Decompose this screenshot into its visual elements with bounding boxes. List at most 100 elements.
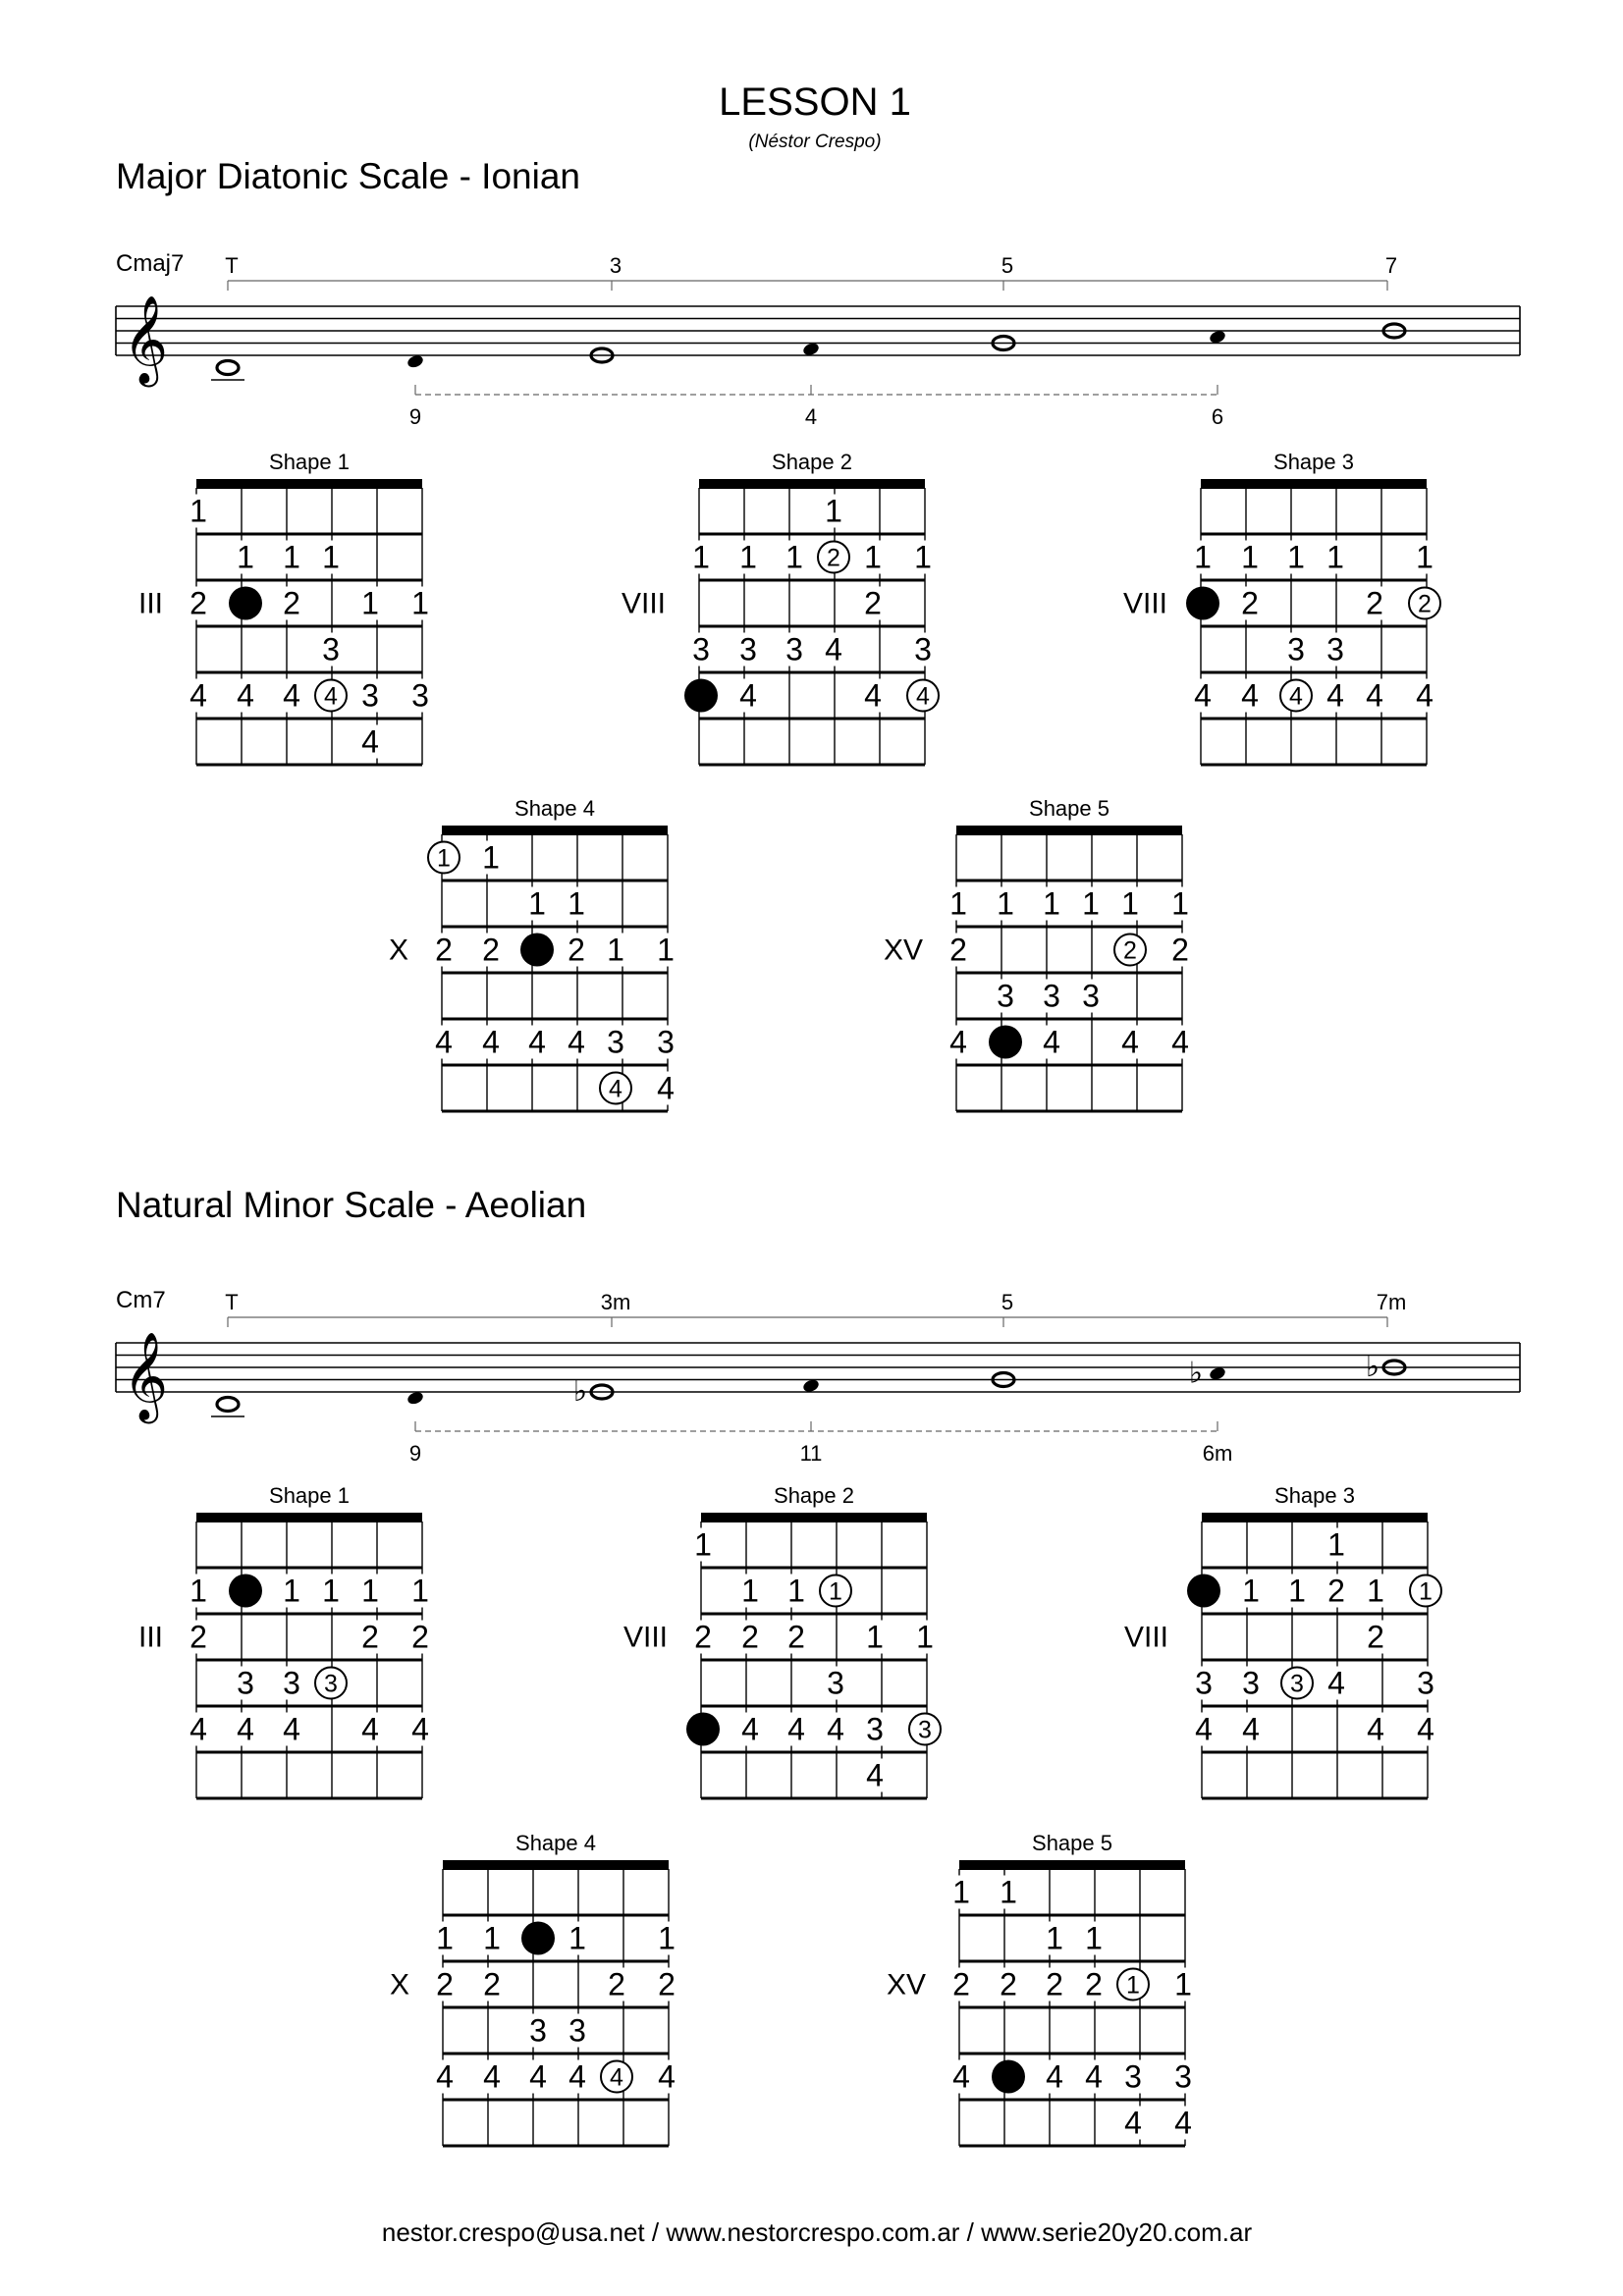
finger-number-backdrop <box>564 933 589 967</box>
nut-bar <box>699 479 925 489</box>
finger-number: 1 <box>829 1578 842 1606</box>
finger-number: 2 <box>529 935 545 966</box>
finger-number-backdrop <box>782 540 807 574</box>
finger-number-backdrop <box>1117 1025 1143 1059</box>
finger-number: 1 <box>322 1574 340 1609</box>
finger-number-backdrop <box>186 1620 211 1654</box>
finger-number: 3 <box>1417 1666 1434 1701</box>
finger-number-backdrop <box>1237 586 1263 620</box>
footer-contact: nestor.crespo@usa.net / www.nestorcrespo… <box>382 2217 1253 2247</box>
finger-number-backdrop <box>737 1574 763 1608</box>
extension-label: 11 <box>800 1441 823 1466</box>
finger-number: 4 <box>1046 2059 1063 2095</box>
octave-root-marker <box>599 1071 632 1105</box>
finger-number: 1 <box>283 1574 300 1609</box>
finger-number-backdrop <box>357 1712 383 1746</box>
finger-number-backdrop <box>524 886 550 921</box>
degree-label: 7m <box>1377 1290 1407 1314</box>
finger-number-backdrop <box>996 1967 1021 2002</box>
finger-number: 4 <box>1043 1025 1060 1060</box>
quarter-note <box>803 343 819 355</box>
finger-number-backdrop <box>1191 1712 1217 1746</box>
finger-number-backdrop <box>357 1620 383 1654</box>
extension-label: 4 <box>805 404 817 429</box>
finger-number-backdrop <box>1238 1574 1264 1608</box>
finger-number-backdrop <box>357 724 383 759</box>
finger-number-backdrop <box>279 678 304 713</box>
quarter-note <box>407 1392 423 1405</box>
nut-bar <box>701 1513 927 1522</box>
finger-number-backdrop <box>1039 886 1064 921</box>
finger-number: 1 <box>483 1921 501 1956</box>
finger-number: 1 <box>1043 886 1060 922</box>
finger-number-backdrop <box>946 886 971 921</box>
fret-position-label: XV <box>884 934 923 967</box>
shape-title: Shape 2 <box>774 1483 854 1508</box>
finger-number: 4 <box>916 683 930 711</box>
finger-number: 4 <box>361 1712 379 1747</box>
finger-number: 4 <box>1367 1712 1384 1747</box>
octave-root-marker <box>906 678 940 713</box>
finger-number-backdrop <box>1039 979 1064 1013</box>
finger-number-backdrop <box>1363 1620 1388 1654</box>
finger-number: 1 <box>1287 540 1305 575</box>
finger-number: 3 <box>324 1671 338 1698</box>
fret-position-label: X <box>390 1969 409 2002</box>
finger-number: 2 <box>1046 1967 1063 2002</box>
finger-number-backdrop <box>1191 1666 1217 1700</box>
finger-number-backdrop <box>524 1025 550 1059</box>
finger-number: 4 <box>189 678 207 714</box>
degree-label: 3 <box>610 253 622 278</box>
finger-number-backdrop <box>1078 886 1104 921</box>
finger-number: 2 <box>694 1620 712 1655</box>
finger-number-backdrop <box>948 2059 974 2094</box>
finger-number: 2 <box>189 1620 207 1655</box>
finger-number: 4 <box>189 1712 207 1747</box>
finger-number-backdrop <box>431 1025 457 1059</box>
finger-number: 1 <box>866 1620 884 1655</box>
finger-number: 4 <box>693 681 709 712</box>
finger-number: 4 <box>741 1712 759 1747</box>
finger-number: 3 <box>866 1712 884 1747</box>
section-title-aeolian: Natural Minor Scale - Aeolian <box>116 1185 586 1225</box>
finger-number-backdrop <box>1190 540 1216 574</box>
octave-root-marker <box>1116 1967 1150 2002</box>
finger-number-backdrop <box>478 840 504 875</box>
finger-number-backdrop <box>1167 1025 1193 1059</box>
finger-number: 4 <box>866 1758 884 1793</box>
finger-number: 2 <box>436 1967 454 2002</box>
finger-number-backdrop <box>479 1967 505 2002</box>
finger-number-backdrop <box>910 540 936 574</box>
shape-title: Shape 4 <box>514 796 595 821</box>
finger-number: 1 <box>361 1574 379 1609</box>
finger-number: 1 <box>189 494 207 529</box>
finger-number-backdrop <box>1117 886 1143 921</box>
finger-number-backdrop <box>525 2013 551 2048</box>
quarter-note <box>1210 1367 1225 1380</box>
finger-number: 3 <box>1287 632 1305 667</box>
finger-number-backdrop <box>279 1574 304 1608</box>
finger-number-backdrop <box>823 1666 848 1700</box>
degree-label: T <box>225 1290 238 1314</box>
degree-label: 3m <box>601 1290 631 1314</box>
section-title-ionian: Major Diatonic Scale - Ionian <box>116 156 580 196</box>
finger-number-backdrop <box>823 1712 848 1746</box>
finger-number-backdrop <box>279 1712 304 1746</box>
finger-number: 1 <box>914 540 932 575</box>
octave-root-marker <box>427 840 460 875</box>
finger-number: 2 <box>787 1620 805 1655</box>
octave-root-marker <box>1113 933 1147 967</box>
finger-number: 3 <box>237 1666 254 1701</box>
nut-bar <box>442 826 668 835</box>
finger-number-backdrop <box>1190 678 1216 713</box>
finger-number: 1 <box>482 840 500 876</box>
quarter-note <box>407 355 423 368</box>
finger-number-backdrop <box>604 1967 629 2002</box>
finger-number: 2 <box>1195 589 1211 619</box>
root-note-marker <box>686 1712 720 1746</box>
finger-number-backdrop <box>357 678 383 713</box>
finger-number: 3 <box>1124 2059 1142 2095</box>
